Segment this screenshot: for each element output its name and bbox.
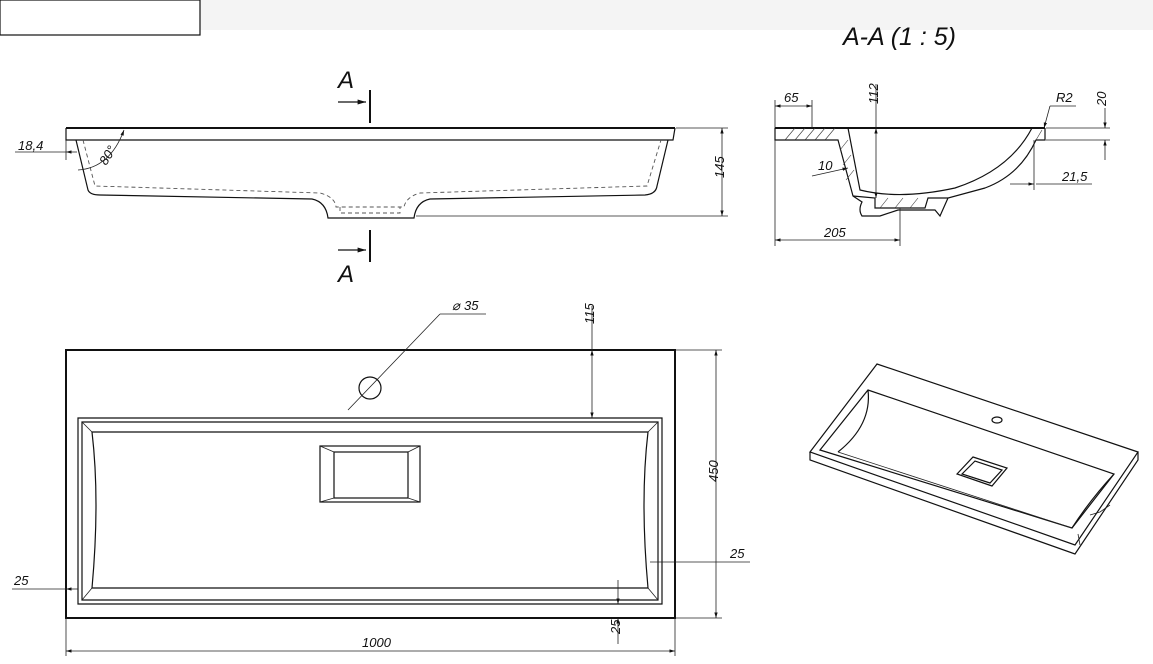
dim-left-margin: 25 (13, 573, 29, 588)
dim-radius: R2 (1056, 90, 1073, 105)
section-title: A-A (1 : 5) (841, 23, 956, 51)
dim-hole-distance: 115 (582, 303, 597, 324)
section-marker-top: A (336, 67, 354, 94)
dim-back-offset: 21,5 (1061, 169, 1088, 184)
dim-hole-diameter: 35 (464, 298, 479, 313)
dim-rim-thickness: 20 (1094, 91, 1109, 107)
dim-height: 145 (712, 156, 727, 178)
dim-rim-width: 65 (784, 90, 799, 105)
dim-hole-diameter-symbol: ⌀ (452, 298, 461, 313)
dim-length: 1000 (362, 635, 392, 650)
dim-left-wall-offset: 18,4 (18, 138, 43, 153)
top-view: ⌀ 35 115 450 25 25 25 1000 (12, 298, 750, 656)
section-view: A-A (1 : 5) 65 112 R2 (774, 23, 1110, 246)
dim-bottom-margin: 25 (608, 619, 623, 635)
front-view: A A 18,4 80° 145 (15, 67, 728, 288)
title-block-corner (0, 0, 201, 36)
dim-depth: 112 (866, 83, 881, 104)
dim-right-margin: 25 (729, 546, 745, 561)
dim-drain-offset: 205 (823, 225, 846, 240)
dim-wall-thickness: 10 (818, 158, 833, 173)
isometric-view (809, 363, 1139, 555)
dim-width: 450 (706, 460, 721, 482)
section-marker-bottom: A (336, 261, 354, 288)
